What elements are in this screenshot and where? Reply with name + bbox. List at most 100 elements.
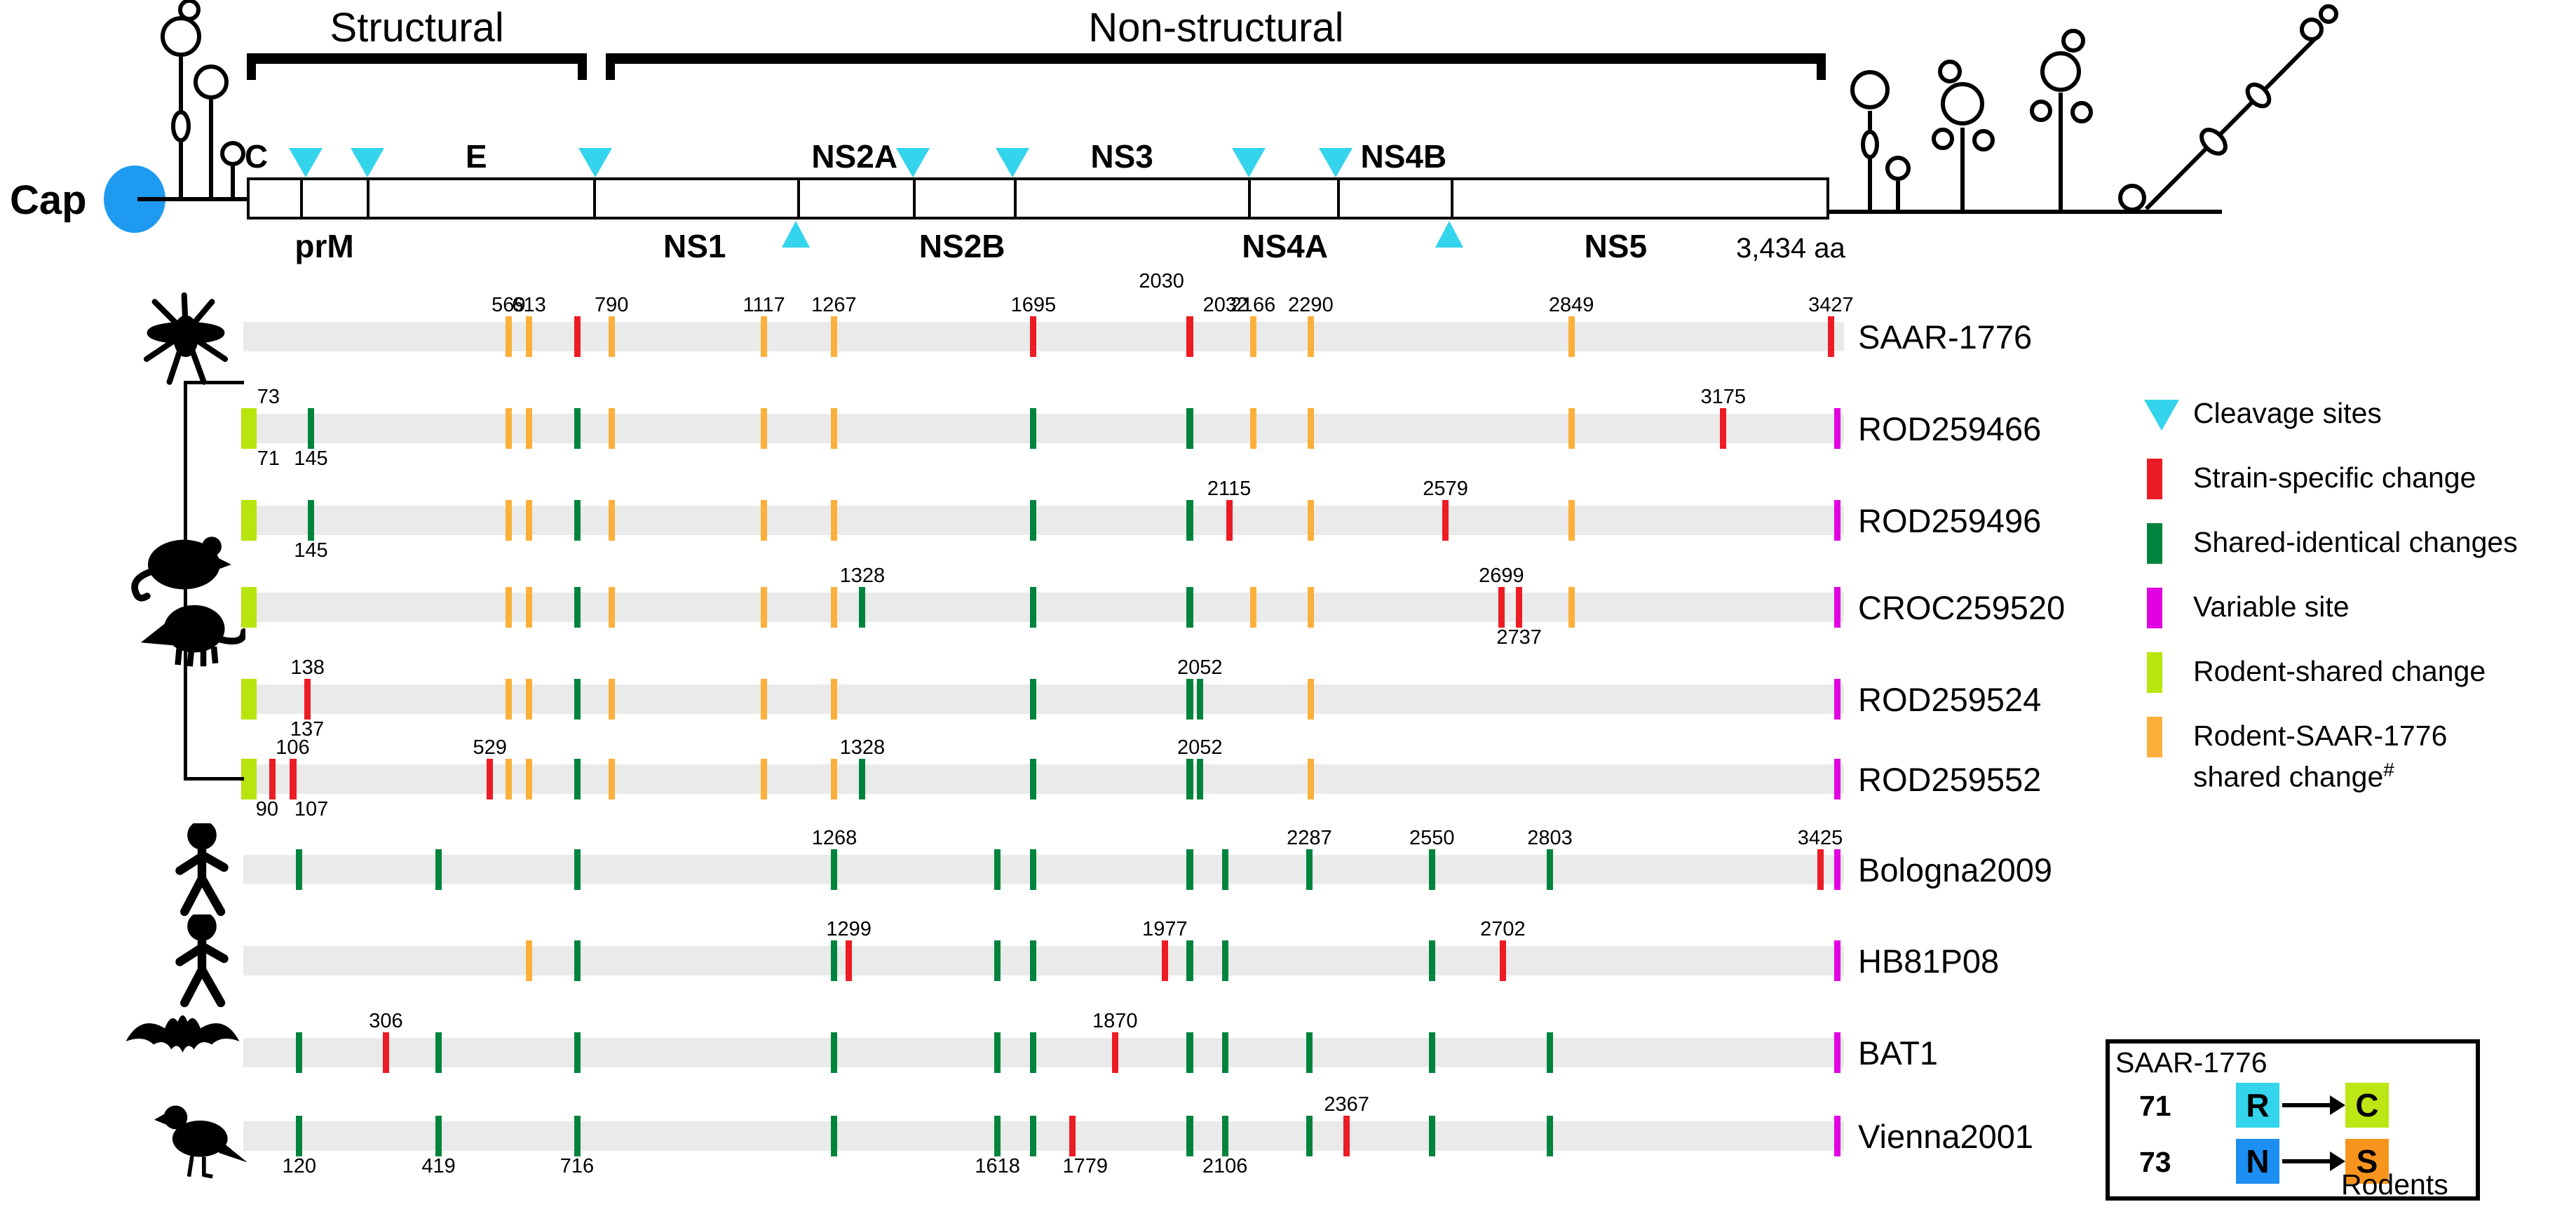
- cap-label: Cap: [10, 177, 87, 223]
- shared-identical-change-tick: [574, 940, 581, 981]
- rodent-saar-shared-change-tick: [830, 679, 837, 720]
- legend-item-label: Rodent-SAAR-1776: [2193, 720, 2448, 752]
- strain-specific-change-tick: [1442, 500, 1449, 541]
- cleavage-site-icon: [350, 148, 384, 177]
- inset-substitution-box: SAAR-1776 71 R C 73 N S Rodents: [2106, 1039, 2480, 1201]
- shared-identical-change-tick: [1187, 849, 1194, 890]
- region-label-NS2A: NS2A: [811, 138, 898, 175]
- strain-name-Vienna2001: Vienna2001: [1858, 1118, 2034, 1155]
- polyprotein-bracket: [606, 53, 1826, 64]
- shared-identical-change-tick: [1187, 587, 1194, 628]
- shared-identical-change-tick: [574, 500, 581, 541]
- polyprotein-bracket: [247, 53, 588, 64]
- shared-identical-change-tick: [831, 1116, 838, 1156]
- rodent-saar-shared-change-tick: [526, 500, 533, 541]
- cleavage-site-icon: [1231, 148, 1266, 177]
- mosquito-icon: [133, 290, 238, 389]
- shared-identical-change-tick: [1030, 940, 1037, 981]
- strain-specific-change-tick: [290, 759, 297, 799]
- shared-identical-change-tick: [994, 1032, 1001, 1073]
- position-label: 2579: [1423, 478, 1468, 500]
- position-label: 1299: [826, 918, 872, 940]
- shared-identical-change-tick: [1187, 1032, 1194, 1073]
- rodent-saar-shared-change-tick: [1568, 316, 1575, 357]
- shared-identical-change-tick: [1187, 759, 1194, 799]
- position-label: 1328: [839, 736, 886, 759]
- variable-site-tick: [1834, 1032, 1841, 1073]
- position-label: 3425: [1797, 827, 1843, 849]
- position-label: 2032: [1202, 294, 1249, 316]
- legend-item-label: Strain-specific change: [2193, 461, 2476, 494]
- shared-identical-change-tick: [1187, 940, 1194, 981]
- strain-specific-change-tick: [304, 679, 311, 720]
- position-label: 1870: [1092, 1010, 1138, 1032]
- region-divider: [1451, 180, 1454, 217]
- rodent-saar-shared-change-tick: [1307, 316, 1314, 357]
- inset-row2-arrow: [2282, 1159, 2333, 1163]
- region-label-NS1: NS1: [663, 228, 726, 264]
- legend-item-label: Variable site: [2193, 590, 2350, 623]
- bracket-label: Structural: [330, 5, 504, 50]
- rodent-saar-shared-change-tick: [526, 759, 533, 799]
- position-label: 3175: [1700, 386, 1747, 408]
- legend-item-label-text: shared change: [2193, 760, 2384, 793]
- position-label: 2030: [1139, 270, 1184, 292]
- strain-specific-change-tick: [1516, 587, 1523, 628]
- position-label: 306: [369, 1010, 403, 1032]
- rodent-saar-shared-change-tick: [761, 587, 768, 628]
- position-label: 2052: [1177, 656, 1223, 679]
- rodent-saar-shared-change-tick: [608, 408, 615, 449]
- strain-specific-change-tick: [846, 940, 853, 981]
- strain-name-HB81P08: HB81P08: [1858, 943, 2000, 980]
- rodent-saar-shared-change-tick: [505, 316, 512, 357]
- bracket-end: [247, 53, 256, 80]
- rodent-saar-shared-change-tick: [608, 587, 615, 628]
- position-label: 613: [512, 294, 546, 316]
- shared-identical-change-tick: [1030, 587, 1037, 628]
- strain-specific-change-tick: [1069, 1116, 1076, 1156]
- rodent-saar-shared-change-tick: [761, 500, 768, 541]
- variable-site-tick: [1834, 408, 1841, 449]
- region-label-NS2B: NS2B: [918, 228, 1005, 264]
- position-label: 1328: [839, 565, 886, 587]
- shared-identical-change-tick: [994, 940, 1001, 981]
- shared-identical-change-tick: [1187, 679, 1194, 720]
- inset-row2-position: 73: [2139, 1146, 2171, 1178]
- cleavage-site-icon: [578, 148, 612, 177]
- variable-site-tick: [1834, 849, 1841, 890]
- variable-site-tick: [1834, 759, 1841, 799]
- strain-bar-ROD259466: [243, 414, 1844, 443]
- orange-legend-chip: [2147, 717, 2162, 757]
- strain-name-ROD259552: ROD259552: [1858, 761, 2042, 798]
- position-label: 3427: [1808, 294, 1854, 316]
- rodent-shared-change-tick: [240, 408, 257, 449]
- position-label: 529: [473, 736, 507, 759]
- position-label: 145: [294, 447, 328, 470]
- position-label: 2115: [1207, 478, 1252, 500]
- region-divider: [300, 180, 304, 217]
- shared-identical-change-tick: [1428, 940, 1435, 981]
- shared-identical-change-tick: [859, 587, 866, 628]
- rodent-saar-shared-change-tick: [761, 316, 768, 357]
- strain-name-ROD259524: ROD259524: [1858, 681, 2042, 718]
- cleavage-site-icon: [1318, 148, 1353, 177]
- inset-row2-to-residue: S: [2345, 1139, 2389, 1184]
- region-divider: [797, 180, 801, 217]
- strain-specific-change-tick: [1187, 316, 1194, 357]
- shared-identical-change-tick: [1221, 849, 1228, 890]
- rodent-shared-change-tick: [240, 500, 257, 541]
- variable-site-tick: [1834, 500, 1841, 541]
- strain-bar-ROD259496: [243, 506, 1844, 535]
- shared-identical-change-tick: [1030, 1032, 1037, 1073]
- variable-site-tick: [1834, 1116, 1841, 1156]
- rodent-saar-shared-change-tick: [830, 587, 837, 628]
- rodent-shared-change-tick: [240, 679, 257, 720]
- rodent-saar-shared-change-tick: [761, 759, 768, 799]
- strain-specific-change-tick: [382, 1032, 389, 1073]
- shared-identical-change-tick: [1306, 849, 1313, 890]
- bracket-end: [578, 53, 588, 80]
- red-legend-chip: [2147, 459, 2162, 499]
- strain-bar-ROD259552: [243, 764, 1844, 794]
- rodent-saar-shared-change-tick: [608, 759, 615, 799]
- strain-bar-CROC259520: [243, 593, 1844, 622]
